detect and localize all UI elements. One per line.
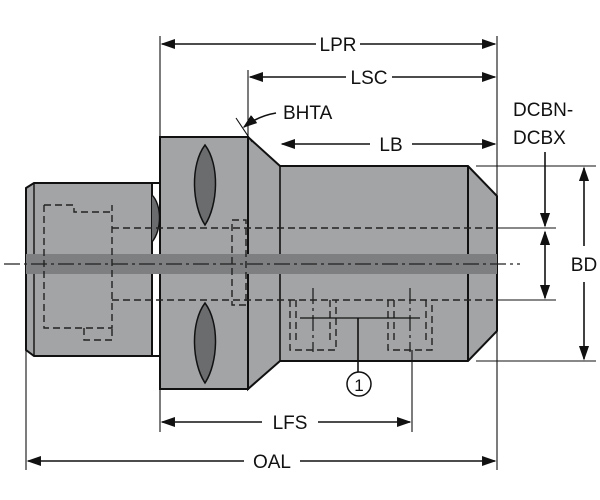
dim-arc-bhta <box>242 112 277 128</box>
label-lfs: LFS <box>273 413 308 434</box>
key-notch <box>151 194 161 243</box>
callout-circle <box>346 371 372 397</box>
screw-centers <box>300 288 420 352</box>
drive-slot-upper <box>193 143 217 227</box>
label-lpr: LPR <box>320 35 357 56</box>
label-dcbn: DCBN- <box>513 100 573 121</box>
tool-body <box>25 134 498 392</box>
label-dcbx: DCBX <box>513 128 566 149</box>
drive-slot-lower <box>193 301 217 385</box>
label-lb: LB <box>379 135 402 156</box>
hidden-lines <box>43 204 497 351</box>
label-oal: OAL <box>253 452 291 473</box>
extension-lines <box>25 36 596 470</box>
label-bhta: BHTA <box>283 103 333 124</box>
label-lsc: LSC <box>351 68 388 89</box>
callout-number: 1 <box>354 376 363 395</box>
label-bd: BD <box>571 255 597 276</box>
